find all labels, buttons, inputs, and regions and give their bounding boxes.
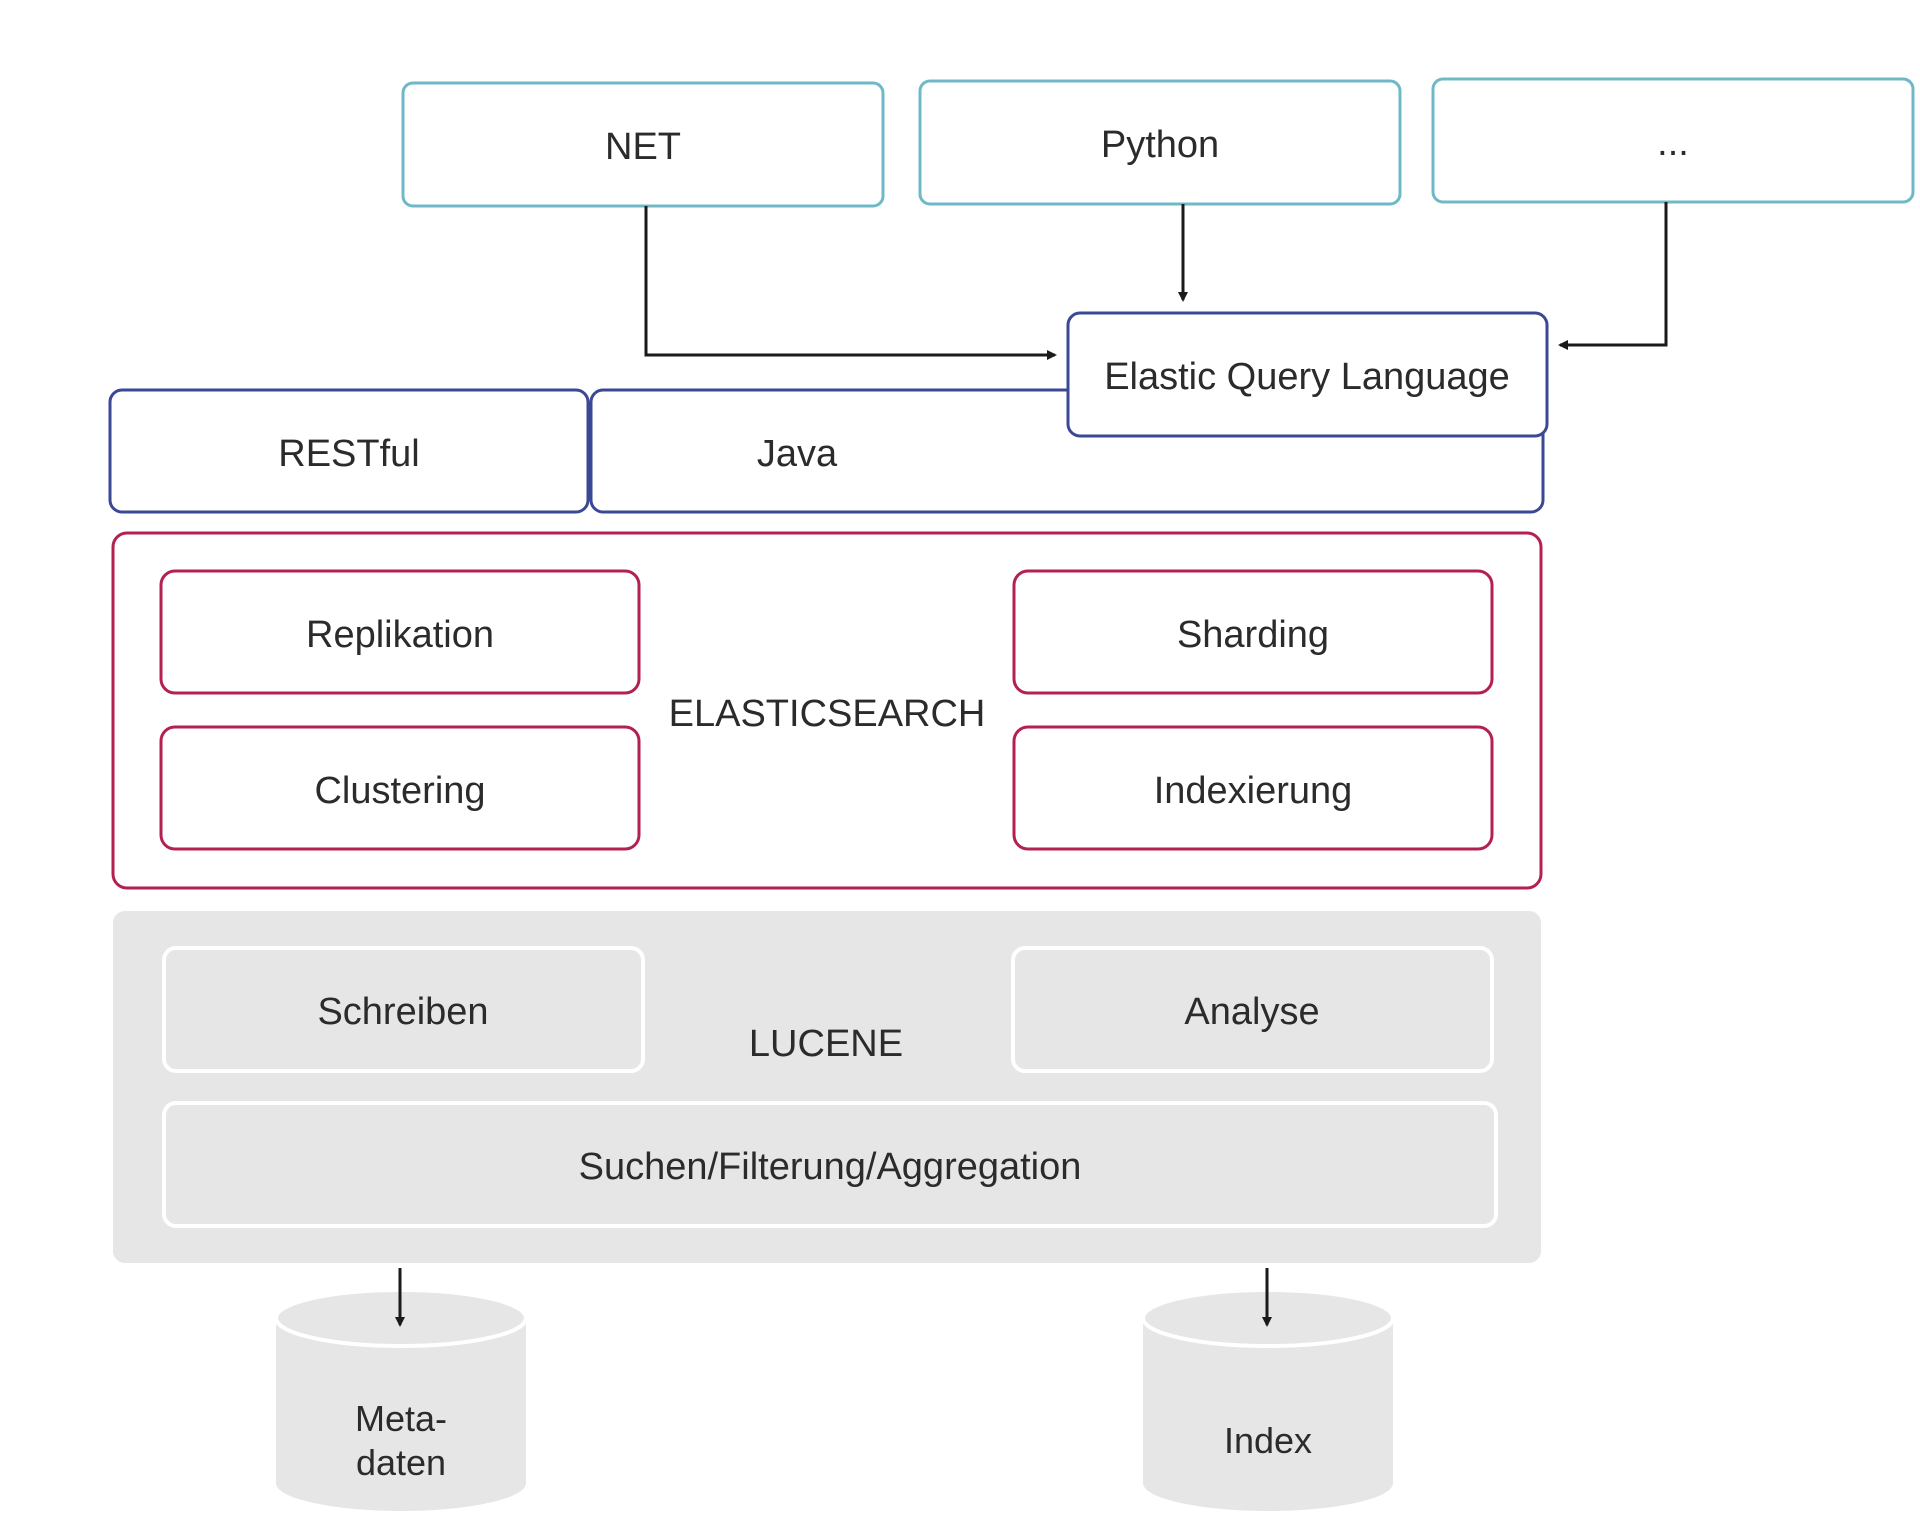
arrows-clients (644, 202, 1668, 360)
lucene-title: LUCENE (749, 1023, 903, 1065)
query-language-label: Elastic Query Language (1104, 356, 1510, 398)
client-python-label: Python (1101, 124, 1219, 166)
indexierung-box: Indexierung (1012, 725, 1494, 851)
metadaten-label-line1: Meta- (355, 1398, 447, 1439)
metadaten-label-line2: daten (356, 1442, 446, 1483)
clustering-label: Clustering (314, 770, 485, 812)
metadaten-cylinder: Meta- daten (274, 1288, 528, 1511)
suchen-box: Suchen/Filterung/Aggregation (162, 1101, 1498, 1228)
api-restful-box: RESTful (108, 388, 590, 514)
arrow-net-to-query (644, 206, 1057, 360)
schreiben-box: Schreiben (162, 946, 645, 1073)
client-net-label: NET (605, 126, 681, 168)
sharding-label: Sharding (1177, 614, 1329, 656)
arrow-more-to-query (1558, 202, 1668, 350)
arrows-storage (395, 1268, 1272, 1327)
client-net-box: NET (401, 81, 885, 208)
client-python-box: Python (918, 79, 1402, 206)
sharding-box: Sharding (1012, 569, 1494, 695)
index-cylinder: Index (1141, 1288, 1395, 1511)
lucene-layer: LUCENE Schreiben Analyse Suchen/Filterun… (113, 911, 1541, 1263)
client-more-label: ... (1657, 122, 1689, 164)
index-label: Index (1224, 1420, 1312, 1461)
replikation-label: Replikation (306, 614, 494, 656)
indexierung-label: Indexierung (1154, 770, 1353, 812)
elasticsearch-layer: ELASTICSEARCH Replikation Clustering Sha… (111, 531, 1543, 890)
query-language-box: Elastic Query Language (1066, 311, 1549, 438)
client-more-box: ... (1431, 77, 1915, 204)
schreiben-label: Schreiben (317, 991, 488, 1033)
suchen-label: Suchen/Filterung/Aggregation (579, 1146, 1082, 1188)
replikation-box: Replikation (159, 569, 641, 695)
analyse-label: Analyse (1184, 991, 1319, 1033)
api-java-label: Java (757, 433, 838, 475)
api-restful-label: RESTful (278, 433, 419, 475)
elasticsearch-title: ELASTICSEARCH (669, 693, 986, 735)
clustering-box: Clustering (159, 725, 641, 851)
analyse-box: Analyse (1011, 946, 1494, 1073)
